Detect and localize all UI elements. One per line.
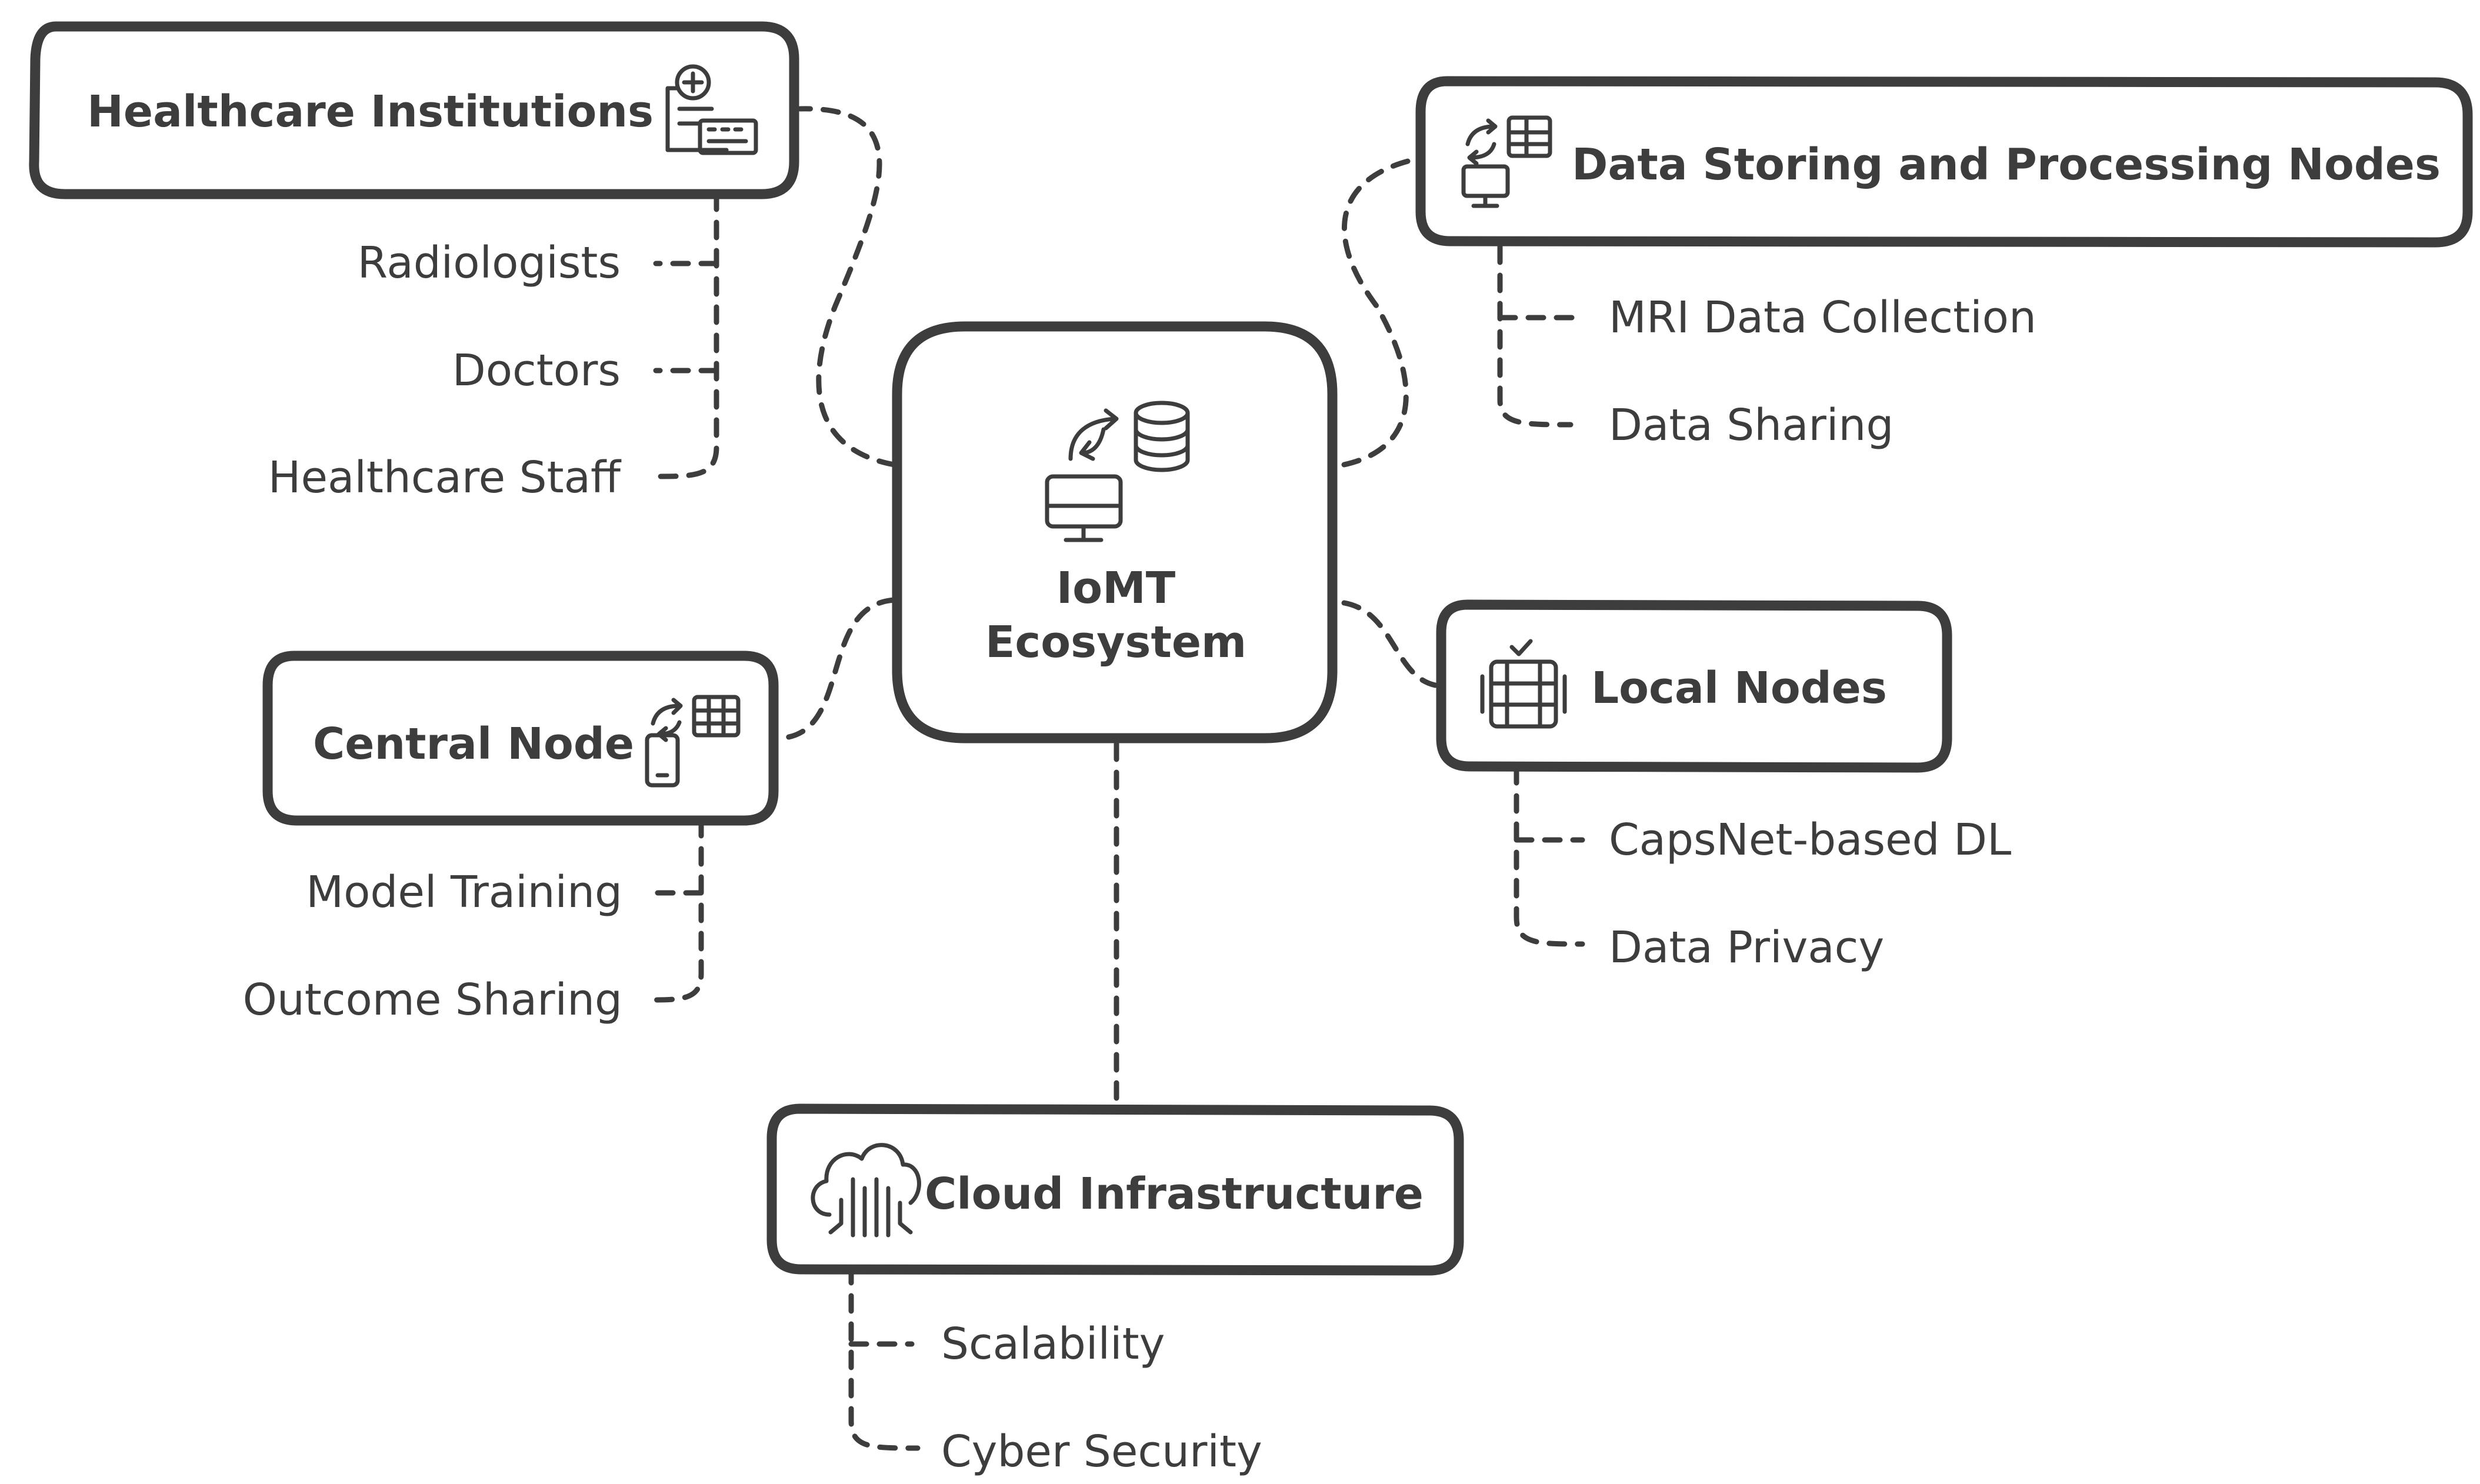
leaf-data-sharing: Data Sharing <box>1609 400 1894 451</box>
center-node[interactable]: IoMT Ecosystem <box>892 321 1338 743</box>
node-central-node[interactable]: Central Node <box>262 651 779 826</box>
connector-centralnode-trunk <box>644 818 704 1003</box>
connector-center-centralnode <box>776 597 897 741</box>
server-check-icon <box>1480 639 1567 729</box>
leaf-model-training: Model Training <box>306 867 622 918</box>
node-data-storing-processing[interactable]: Data Storing and Processing Nodes <box>1415 76 2473 248</box>
leaf-radiologists: Radiologists <box>358 238 621 288</box>
healthcare-institutions-title: Healthcare Institutions <box>87 86 654 137</box>
leaf-scalability: Scalability <box>941 1319 1165 1369</box>
cloud-infrastructure-box <box>766 1103 1464 1276</box>
phone-table-sync-icon <box>645 695 741 788</box>
connector-center-datastoring <box>1341 156 1421 468</box>
connector-localnodes-trunk <box>1514 765 1585 947</box>
connector-datastoring-trunk <box>1497 244 1574 428</box>
monitor-table-sync-icon <box>1461 115 1552 208</box>
node-cloud-infrastructure[interactable]: Cloud Infrastructure <box>766 1103 1464 1276</box>
cloud-circuit-icon <box>811 1143 921 1238</box>
connector-healthcare-trunk <box>653 191 719 479</box>
data-storing-title: Data Storing and Processing Nodes <box>1572 139 2441 190</box>
cloud-infrastructure-title: Cloud Infrastructure <box>925 1169 1424 1219</box>
connector-cloud-trunk <box>848 1265 921 1451</box>
node-healthcare-institutions[interactable]: Healthcare Institutions <box>29 21 799 199</box>
hospital-document-icon <box>665 64 758 155</box>
center-title-line2: Ecosystem <box>985 617 1246 668</box>
leaf-capsnet-based-dl: CapsNet-based DL <box>1609 815 2011 865</box>
leaf-cyber-security: Cyber Security <box>941 1426 1262 1477</box>
leaf-doctors: Doctors <box>452 345 621 396</box>
monitor-database-sync-icon <box>1045 401 1190 542</box>
connector-center-localnodes <box>1341 600 1438 688</box>
data-storing-box <box>1415 76 2473 248</box>
leaf-outcome-sharing: Outcome Sharing <box>243 975 622 1025</box>
connector-center-healthcare <box>797 106 897 468</box>
central-node-title: Central Node <box>313 719 634 769</box>
local-nodes-box <box>1436 599 1952 773</box>
node-local-nodes[interactable]: Local Nodes <box>1436 599 1952 773</box>
leaf-healthcare-staff: Healthcare Staff <box>268 452 622 503</box>
local-nodes-title: Local Nodes <box>1591 663 1887 713</box>
leaf-mri-data-collection: MRI Data Collection <box>1609 292 2036 343</box>
healthcare-institutions-box <box>29 21 799 199</box>
leaf-data-privacy: Data Privacy <box>1609 922 1884 973</box>
center-node-box <box>892 321 1338 743</box>
center-title-line1: IoMT <box>1056 563 1176 613</box>
connectors <box>644 106 1585 1451</box>
